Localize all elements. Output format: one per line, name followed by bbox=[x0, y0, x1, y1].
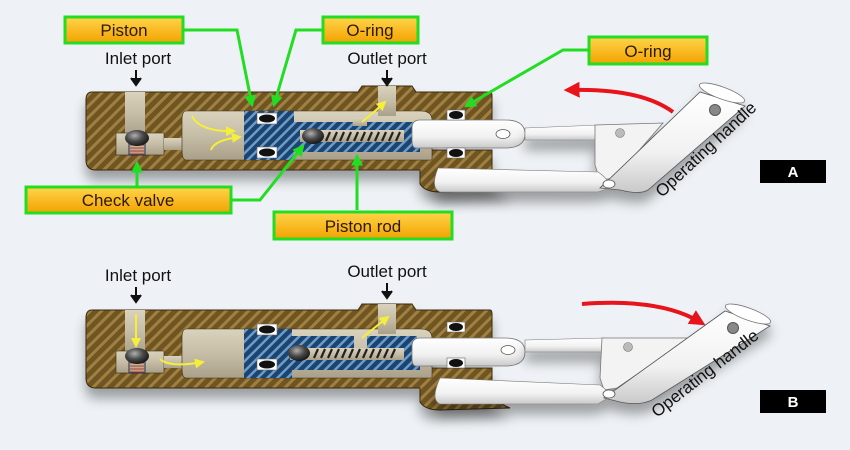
o-ring-gland bbox=[446, 321, 466, 369]
svg-text:Check valve: Check valve bbox=[82, 191, 175, 210]
panel-badge-a bbox=[760, 160, 826, 183]
panel-a: Inlet port Outlet port Operating handle … bbox=[24, 15, 826, 241]
inlet-port-label: Inlet port bbox=[105, 266, 171, 285]
inlet-arrow-icon bbox=[130, 70, 142, 87]
callout-piston: Piston bbox=[63, 15, 185, 45]
operating-handle-linkage bbox=[434, 82, 746, 193]
piston-check-ball bbox=[302, 128, 324, 144]
svg-text:O-ring: O-ring bbox=[346, 21, 393, 40]
callout-check-valve: Check valve bbox=[24, 185, 233, 215]
outlet-port-label: Outlet port bbox=[347, 49, 427, 68]
panel-badge-a-label: A bbox=[788, 164, 799, 181]
o-ring-piston bbox=[256, 112, 278, 159]
svg-text:Piston: Piston bbox=[100, 21, 147, 40]
flow-arrows bbox=[191, 100, 387, 151]
piston-rod bbox=[411, 337, 526, 367]
callout-o-ring-piston: O-ring bbox=[321, 15, 420, 45]
callout-o-ring-gland: O-ring bbox=[587, 35, 709, 66]
callout-piston-rod: Piston rod bbox=[272, 210, 454, 241]
outlet-port-label: Outlet port bbox=[347, 262, 427, 281]
panel-badge-b-label: B bbox=[788, 394, 799, 411]
svg-text:O-ring: O-ring bbox=[624, 42, 671, 61]
outlet-arrow-icon bbox=[381, 283, 393, 300]
callout-leaders bbox=[131, 28, 589, 210]
check-valve bbox=[125, 130, 149, 156]
outlet-arrow-icon bbox=[381, 70, 393, 87]
handle-motion-arrow bbox=[563, 81, 675, 114]
check-valve bbox=[125, 348, 149, 374]
o-ring-gland bbox=[446, 109, 466, 159]
spring bbox=[324, 131, 402, 142]
o-ring-piston bbox=[256, 323, 278, 371]
handle-motion-arrow bbox=[581, 300, 706, 326]
flow-arrows bbox=[131, 314, 390, 369]
operating-handle-linkage bbox=[434, 303, 772, 405]
panel-b: Inlet port Outlet port Operating handle … bbox=[85, 262, 826, 421]
piston-rod bbox=[411, 119, 526, 149]
panel-badge-b bbox=[760, 390, 826, 413]
svg-text:Piston rod: Piston rod bbox=[325, 217, 402, 236]
spring bbox=[312, 348, 397, 359]
inlet-port-label: Inlet port bbox=[105, 49, 171, 68]
inlet-arrow-icon bbox=[130, 287, 142, 304]
piston-check-ball bbox=[288, 345, 310, 361]
